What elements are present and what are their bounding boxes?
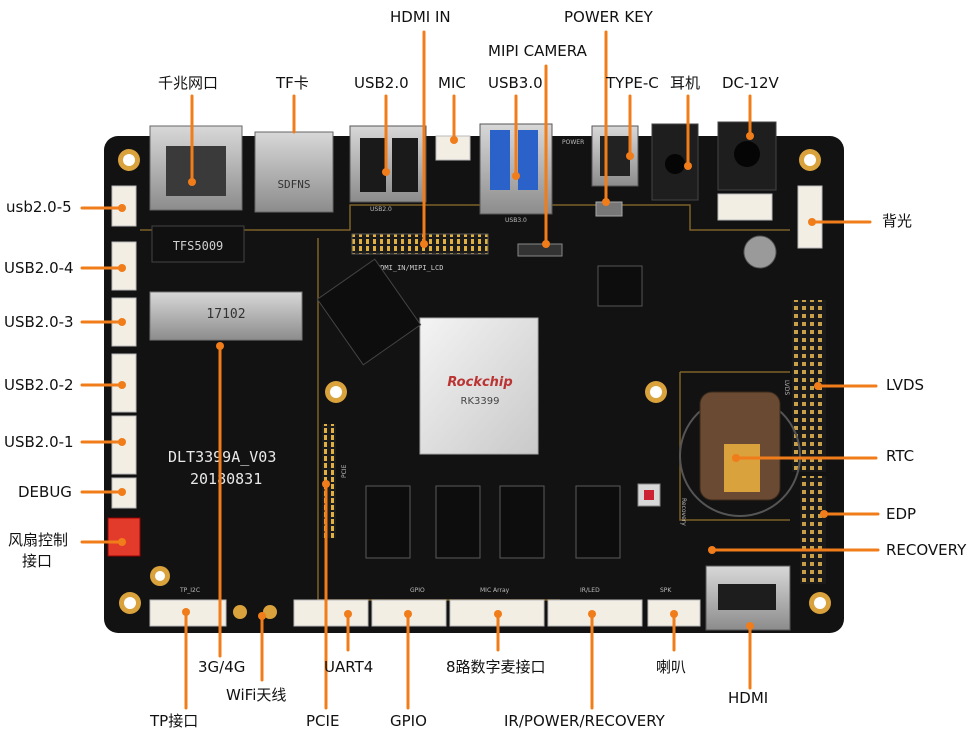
ddr-chips [365,485,621,559]
rtc-battery-holder [679,391,801,517]
label-debug: DEBUG [18,483,72,501]
silk-usb2: USB2.0 [370,206,392,213]
leader-endpoints [118,132,828,630]
hdmi-out-port [705,565,791,631]
label-lvds: LVDS [886,376,925,394]
backlight-connector [717,185,823,249]
silk-ir-led: IR/LED [580,587,600,594]
board-model-silk: DLT3399A_V03 [168,448,276,466]
silk-pcie: PCIE [341,464,348,478]
label-speaker: 喇叭 [656,658,687,676]
silk-lvds: LVDS [783,380,790,395]
edp-header [800,476,826,584]
label-usb20-5: usb2.0-5 [6,198,72,216]
label-edp: EDP [886,505,917,523]
label-usb30: USB3.0 [488,74,543,92]
label-wifi: WiFi天线 [226,686,287,704]
label-pcie: PCIE [306,712,340,730]
mipi-camera-connector [517,243,563,257]
label-gigabit-port: 千兆网口 [158,74,219,92]
silk-mic-array: MIC Array [480,587,510,594]
mounting-holes [118,149,831,614]
trafo-silk: TFS5009 [173,239,224,253]
tf-card-slot: SDFNS [254,131,334,213]
gigabit-rj45-port [149,125,243,211]
hdmi-mipi-silk: HDMI_IN/MIPI_LCD [376,264,443,272]
silk-usb3: USB3.0 [505,217,527,224]
label-hdmi-in: HDMI IN [390,8,451,26]
label-recovery: RECOVERY [886,541,967,559]
label-usb20-4: USB2.0-4 [4,259,74,277]
recovery-button [637,483,661,507]
label-ir-power: IR/POWER/RECOVERY [504,712,665,730]
mpcie-slot: 17102 [149,291,303,341]
antenna-connectors [233,605,277,619]
power-section [597,235,777,307]
label-tf-card: TF卡 [276,74,309,92]
label-usb20-3: USB2.0-3 [4,313,74,331]
rk3399-soc: Rockchip RK3399 [419,317,539,455]
earphone-jack [651,123,699,201]
label-tp: TP接口 [150,712,199,730]
label-mipi-camera: MIPI CAMERA [488,42,587,60]
leader-lines [80,30,880,710]
soc-part: RK3399 [461,396,500,407]
eMMC-chip [316,258,422,366]
soc-brand: Rockchip [447,375,512,390]
dc-12v-jack [717,121,777,191]
label-power-key: POWER KEY [564,8,653,26]
mpcie-silk: 17102 [206,307,245,322]
label-usb20-2: USB2.0-2 [4,376,74,394]
label-uart4: UART4 [324,658,374,676]
label-3g4g: 3G/4G [198,658,246,676]
label-rtc: RTC [886,447,915,465]
silk-power: POWER [562,139,584,146]
label-dc12v: DC-12V [722,74,779,92]
label-fan-line2: 接口 [22,552,53,570]
label-mic8: 8路数字麦接口 [446,658,546,676]
label-type-c: TYPE-C [606,74,659,92]
label-usb20-1: USB2.0-1 [4,433,74,451]
label-earphone: 耳机 [670,74,701,92]
silk-recovery: Recovery [680,498,687,526]
fan-connector [107,517,141,557]
label-gpio: GPIO [390,712,427,730]
ethernet-transformer: TFS5009 [151,225,245,263]
label-hdmi: HDMI [728,689,769,707]
silk-gpio: GPIO [410,587,425,594]
label-mic: MIC [438,74,466,92]
label-backlight: 背光 [882,212,913,230]
sdcard-silk: SDFNS [277,178,310,191]
silk-tp: TP_I2C [179,587,200,594]
label-fan-line1: 风扇控制 [8,531,69,549]
silk-spk: SPK [660,587,672,594]
board-date-silk: 20180831 [190,470,262,488]
usb20-double-port [349,125,427,203]
label-usb20-top: USB2.0 [354,74,409,92]
